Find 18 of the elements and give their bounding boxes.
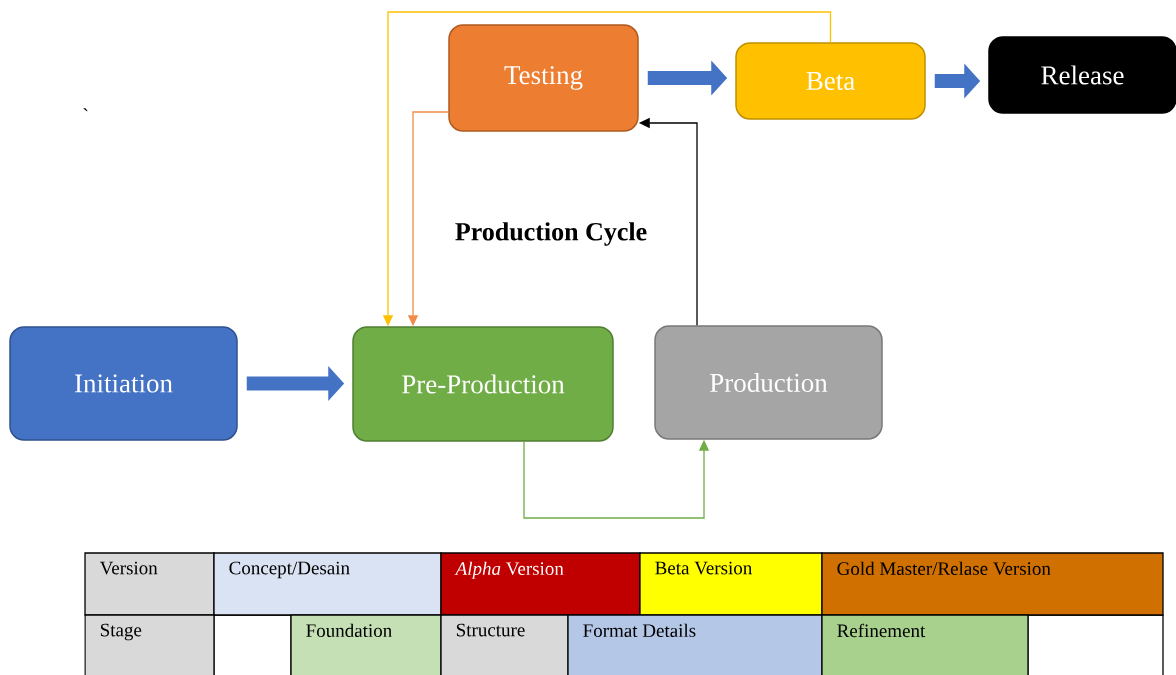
table-cell: Version bbox=[84, 552, 215, 616]
table-cell: Structure bbox=[440, 614, 569, 675]
table-cell: Foundation bbox=[290, 614, 442, 675]
table-cell: Concept/Desain bbox=[213, 552, 442, 616]
table-cell: Alpha Version bbox=[440, 552, 641, 616]
table-cell: Format Details bbox=[567, 614, 823, 675]
table-cell: Refinement bbox=[821, 614, 1029, 675]
process-box: Beta bbox=[735, 42, 926, 120]
process-box: Production bbox=[654, 325, 883, 440]
process-box: Testing bbox=[448, 24, 639, 132]
stray-mark: ` bbox=[83, 108, 88, 112]
table-cell: Beta Version bbox=[639, 552, 823, 616]
process-box: Pre-Production bbox=[352, 326, 614, 442]
table-cell: Gold Master/Relase Version bbox=[821, 552, 1164, 616]
diagram-title: Production Cycle bbox=[455, 222, 647, 246]
process-box: Release bbox=[988, 36, 1176, 114]
table-cell: Stage bbox=[84, 614, 215, 675]
process-box: Initiation bbox=[9, 326, 238, 441]
